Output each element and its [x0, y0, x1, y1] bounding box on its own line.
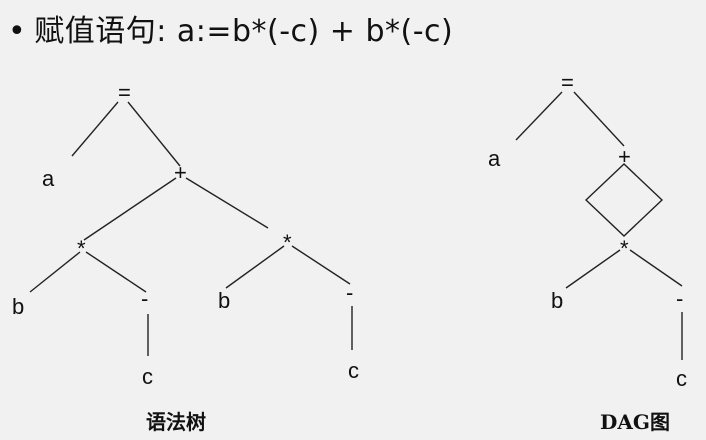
- tree-edge-mul-left-neg: [85, 251, 147, 293]
- tree-node-neg-right: -: [346, 280, 353, 305]
- dag-caption: DAG图: [600, 410, 670, 434]
- dag-node-root: =: [561, 70, 574, 95]
- dag-edge-mul-b: [565, 249, 621, 289]
- dag-edge-root-a: [515, 91, 563, 141]
- bullet: •: [8, 14, 27, 49]
- tree-caption: 语法树: [146, 410, 206, 434]
- tree-node-neg-left: -: [141, 286, 148, 311]
- statement-text: 赋值语句: a:=b*(-c) + b*(-c): [34, 14, 454, 49]
- dag-node-c: c: [676, 366, 687, 391]
- statement-title: •赋值语句: a:=b*(-c) + b*(-c): [8, 6, 453, 50]
- dag-node-a: a: [488, 146, 501, 171]
- tree-node-mul-left: *: [77, 236, 86, 261]
- tree-node-mul-right: *: [283, 230, 292, 255]
- dag-node-plus: +: [618, 144, 631, 169]
- tree-node-c-left: c: [142, 364, 153, 389]
- tree-node-b-right: b: [218, 288, 230, 313]
- tree-edge-mul-right-b: [225, 245, 285, 289]
- tree-node-a: a: [42, 166, 55, 191]
- dag-node-neg: -: [676, 286, 683, 311]
- tree-edge-plus-mul-left: [83, 177, 177, 241]
- tree-edge-mul-left-b: [29, 251, 81, 293]
- tree-edge-mul-right-neg: [291, 245, 351, 285]
- dag-shared-edges-plus-mul: [584, 163, 664, 237]
- tree-edge-root-a: [71, 101, 119, 157]
- tree-node-plus: +: [174, 160, 187, 185]
- dag-edge-root-plus: [573, 91, 625, 147]
- tree-node-b-left: b: [12, 294, 24, 319]
- dag-node-mul: *: [620, 236, 629, 261]
- dag: = a + * b - c: [488, 70, 687, 391]
- tree-edge-plus-mul-right: [185, 177, 269, 229]
- dag-node-b: b: [551, 288, 563, 313]
- dag-edge-mul-neg: [629, 249, 683, 287]
- tree-edge-root-plus: [127, 101, 181, 167]
- tree-node-c-right: c: [348, 358, 359, 383]
- syntax-tree: = a + * b - c * b - c: [12, 80, 359, 389]
- tree-node-root: =: [118, 80, 131, 105]
